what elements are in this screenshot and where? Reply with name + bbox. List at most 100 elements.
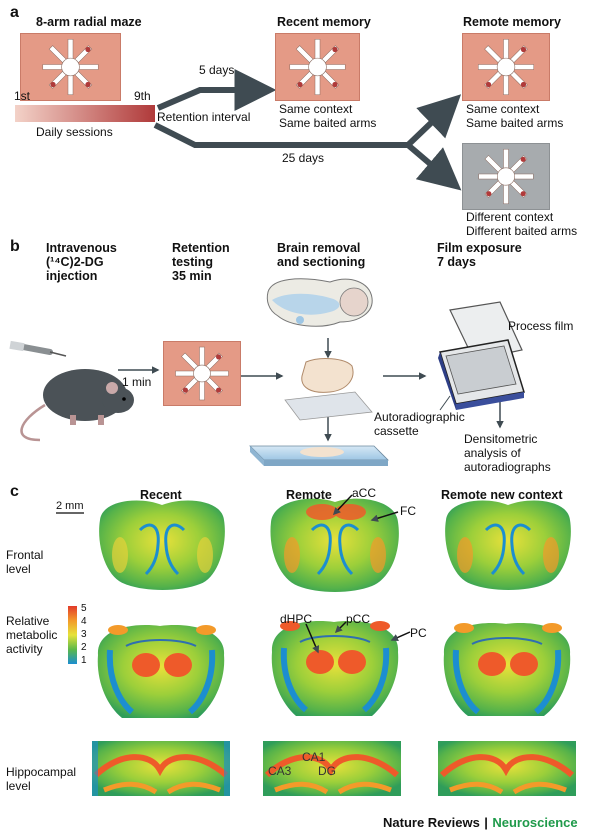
- film-exposure-line1: Film exposure: [437, 241, 522, 255]
- pc-pointer: [392, 632, 410, 640]
- hippocampal-level-line2: level: [6, 779, 31, 793]
- arrow-to-recent: [158, 90, 268, 108]
- column-remote: Remote: [286, 488, 332, 502]
- maze-bait: [521, 191, 526, 196]
- maze-bait: [486, 82, 491, 87]
- retention-line2: testing: [172, 255, 213, 269]
- legend-title-line3: activity: [6, 642, 43, 656]
- analysis-line1: Densitometric: [464, 432, 537, 446]
- middle-section-remote: [272, 621, 398, 716]
- panel-b-letter: b: [10, 238, 20, 256]
- ninth-session-label: 9th: [134, 89, 151, 103]
- legend-tick: 5: [81, 602, 93, 615]
- maze-bait: [521, 157, 526, 162]
- maze-bait: [216, 354, 221, 359]
- recent-memory-title: Recent memory: [277, 15, 371, 29]
- legend-tick: 1: [81, 654, 93, 667]
- process-film-label: Process film: [508, 319, 573, 333]
- one-min-label: 1 min: [122, 375, 151, 389]
- different-context-label: Different context: [466, 210, 553, 224]
- middle-section-recent: [98, 625, 224, 718]
- brain-removal-line1: Brain removal: [277, 241, 360, 255]
- column-recent: Recent: [140, 488, 182, 502]
- maze-bait: [85, 47, 90, 52]
- maze-hub: [497, 168, 514, 185]
- dg-label: DG: [318, 764, 336, 778]
- maze-different: [462, 143, 550, 210]
- maze-bait: [332, 82, 337, 87]
- scale-label: 2 mm: [56, 499, 84, 513]
- journal-name: Nature Reviews: [383, 815, 480, 830]
- radial-maze-glyph: [463, 144, 549, 209]
- injection-line1: Intravenous: [46, 241, 117, 255]
- fc-label: FC: [400, 504, 416, 518]
- arrow-to-different: [408, 145, 455, 185]
- journal-separator: |: [484, 815, 488, 830]
- glass-slide: [250, 446, 388, 466]
- maze-bait: [216, 387, 221, 392]
- pc-label: PC: [410, 626, 427, 640]
- pcc-label: pCC: [346, 612, 370, 626]
- maze-hub: [62, 58, 80, 76]
- acc-label: aCC: [352, 486, 376, 500]
- hippocampal-level-line1: Hippocampal: [6, 765, 76, 779]
- recent-context-label: Same context: [279, 102, 352, 116]
- remote-context-label: Same context: [466, 102, 539, 116]
- daily-sessions-bar: [15, 105, 155, 122]
- journal-credit: Nature Reviews | Neuroscience: [383, 814, 578, 832]
- ca3-label: CA3: [268, 764, 291, 778]
- legend-color-bar: [68, 606, 77, 664]
- frontal-section-recent: [99, 500, 225, 590]
- maze-bait: [297, 82, 302, 87]
- recent-arms-label: Same baited arms: [279, 116, 376, 130]
- maze-title: 8-arm radial maze: [36, 15, 142, 29]
- maze-bait: [332, 47, 337, 52]
- mouse-illustration: [9, 341, 134, 440]
- maze-bait: [50, 82, 55, 87]
- hippocampal-strip-remote-new: [438, 741, 576, 796]
- maze-hub: [497, 58, 515, 76]
- radial-maze-glyph: [21, 34, 120, 100]
- middle-section-remote-new: [444, 623, 570, 716]
- injection-line2: (¹⁴C)2-DG: [46, 255, 104, 269]
- arrow-to-remote: [408, 100, 455, 145]
- film-exposure-line2: 7 days: [437, 255, 476, 269]
- brain-illustration: [267, 279, 372, 326]
- radial-maze-glyph: [276, 34, 359, 100]
- cassette-label-line2: cassette: [374, 424, 419, 438]
- maze-bait: [85, 82, 90, 87]
- retention-line1: Retention: [172, 241, 230, 255]
- analysis-line3: autoradiographs: [464, 460, 551, 474]
- legend-tick: 2: [81, 641, 93, 654]
- maze-bait: [521, 47, 526, 52]
- maze-training: [20, 33, 121, 101]
- retention-line3: 35 min: [172, 269, 212, 283]
- legend-title-line1: Relative: [6, 614, 49, 628]
- retention-interval-label: Retention interval: [157, 110, 250, 124]
- journal-section: Neuroscience: [492, 815, 577, 830]
- maze-bait: [521, 82, 526, 87]
- twenty-five-days-label: 25 days: [282, 151, 324, 165]
- maze-bait: [486, 191, 491, 196]
- legend-tick: 3: [81, 628, 93, 641]
- first-session-label: 1st: [14, 89, 30, 103]
- daily-sessions-label: Daily sessions: [36, 125, 113, 139]
- hippocampal-strip-recent: [92, 741, 230, 796]
- radial-maze-glyph: [463, 34, 549, 100]
- injection-line3: injection: [46, 269, 97, 283]
- maze-bait: [183, 387, 188, 392]
- frontal-level-line2: level: [6, 562, 31, 576]
- remote-arms-label: Same baited arms: [466, 116, 563, 130]
- remote-memory-title: Remote memory: [463, 15, 561, 29]
- brain-removal-line2: and sectioning: [277, 255, 365, 269]
- maze-hub: [309, 58, 327, 76]
- panel-c-letter: c: [10, 483, 19, 501]
- ca1-label: CA1: [302, 750, 325, 764]
- legend-ticks: 5 4 3 2 1: [81, 602, 93, 666]
- panel-a-letter: a: [10, 4, 19, 22]
- frontal-level-line1: Frontal: [6, 548, 43, 562]
- maze-hub: [194, 365, 211, 382]
- maze-recent: [275, 33, 360, 101]
- different-arms-label: Different baited arms: [466, 224, 577, 238]
- five-days-label: 5 days: [199, 63, 234, 77]
